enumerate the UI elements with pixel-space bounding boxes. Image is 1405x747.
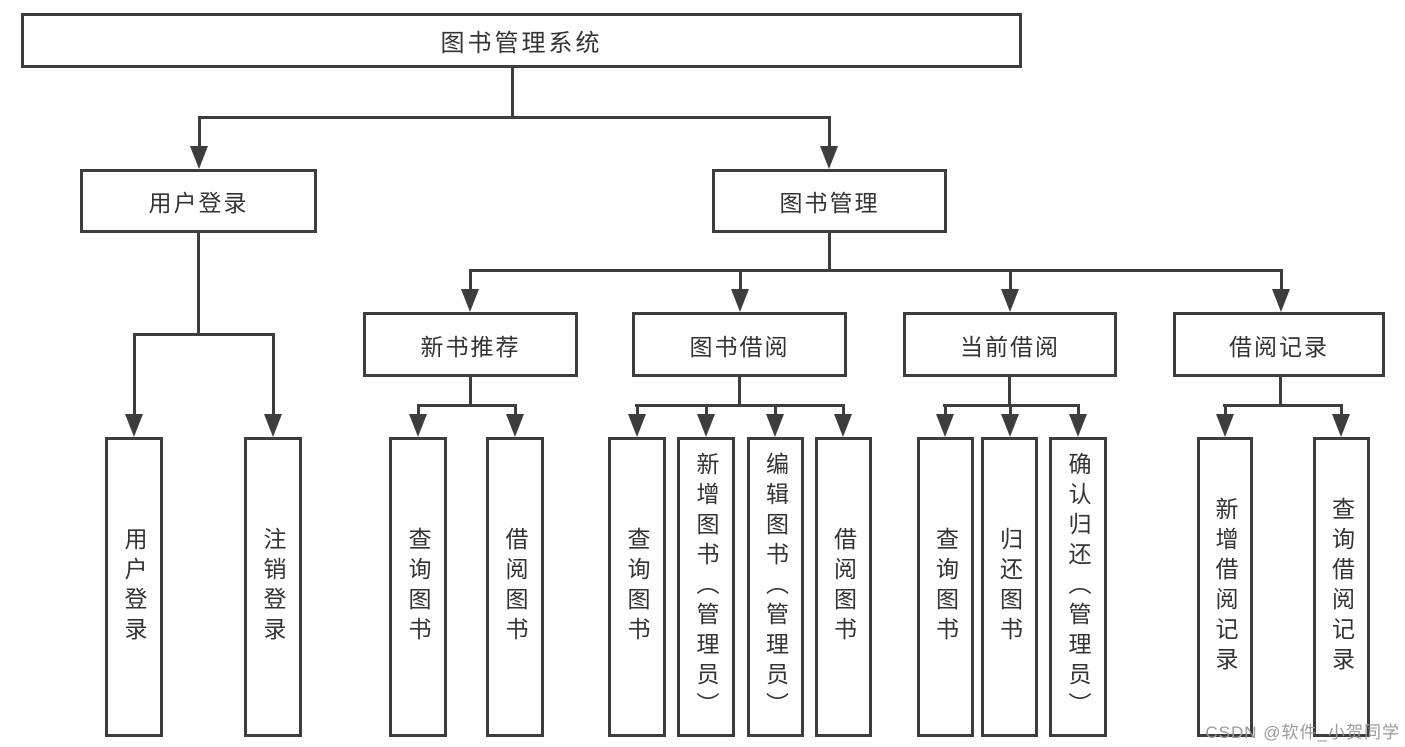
connector-leaf-stem [514, 404, 517, 416]
connector-leaf-stem [842, 404, 845, 416]
csdn-watermark: CSDN @软件_小贺同学 [1205, 723, 1400, 742]
leaf-query-borrow-record: 查询借阅记录 [1313, 437, 1370, 737]
node-label: 图书借阅 [689, 333, 790, 360]
arrow-down-icon [1001, 414, 1019, 437]
node-borrowing-records: 借阅记录 [1173, 312, 1385, 377]
leaf-label: 归还图书 [996, 527, 1023, 647]
leaf-add-borrow-record: 新增借阅记录 [1197, 437, 1253, 737]
arrow-down-icon [506, 414, 524, 437]
arrow-down-icon [1001, 289, 1019, 312]
connector-borrow-record-down [1279, 377, 1282, 406]
node-label: 图书管理系统 [440, 30, 603, 57]
leaf-label: 用户登录 [121, 527, 147, 647]
arrow-down-icon [1069, 414, 1087, 437]
connector-leaf-stem [774, 404, 777, 416]
leaf-user-login: 用户登录 [105, 437, 163, 737]
leaf-label: 查询图书 [932, 527, 959, 647]
node-book-management: 图书管理 [712, 169, 947, 233]
arrow-down-icon [1216, 414, 1234, 437]
leaf-edit-book-admin: 编辑图书（管理员） [747, 437, 804, 737]
connector-root-stem [511, 68, 514, 118]
leaf-borrow-book: 借阅图书 [815, 437, 872, 737]
leaf-label: 编辑图书（管理员） [762, 452, 789, 722]
arrow-down-icon [1332, 414, 1350, 437]
node-current-borrowing: 当前借阅 [903, 312, 1117, 377]
connector-book-management-stem [828, 116, 831, 148]
arrow-down-icon [628, 414, 646, 437]
leaf-return-book: 归还图书 [981, 437, 1038, 737]
connector-borrow-record-bar [1223, 404, 1343, 407]
connector-leaf-stem [636, 404, 639, 416]
node-label: 借阅记录 [1229, 333, 1329, 360]
connector-user-login-bar [133, 333, 275, 336]
arrow-down-icon [820, 146, 838, 169]
connector-book-management-down [828, 233, 831, 272]
arrow-down-icon [125, 414, 143, 437]
node-book-borrowing: 图书借阅 [632, 312, 847, 377]
arrow-down-icon [766, 414, 784, 437]
connector-leaf-stem [1009, 404, 1012, 416]
arrow-down-icon [731, 289, 749, 312]
node-label: 用户登录 [148, 190, 249, 216]
connector-user-login-stem [198, 116, 201, 148]
connector-new-book-bar [417, 404, 517, 407]
connector-level3-stem [1009, 269, 1012, 291]
leaf-query-book: 查询图书 [389, 437, 447, 737]
connector-level3-stem [739, 269, 742, 291]
leaf-label: 新增借阅记录 [1212, 497, 1238, 677]
leaf-label: 查询图书 [624, 527, 650, 647]
arrow-down-icon [190, 146, 208, 169]
node-user-login: 用户登录 [80, 169, 317, 233]
leaf-query-book: 查询图书 [917, 437, 974, 737]
arrow-down-icon [936, 414, 954, 437]
leaf-label: 查询图书 [405, 527, 431, 647]
leaf-label: 注销登录 [260, 527, 286, 647]
connector-leaf-stem [1340, 404, 1343, 416]
connector-new-book-down [469, 377, 472, 406]
connector-level3-stem [1280, 269, 1283, 291]
connector-leaf-stem [1077, 404, 1080, 416]
connector-leaf-stem [272, 333, 275, 415]
leaf-label: 借阅图书 [502, 527, 528, 647]
node-new-book-recommendation: 新书推荐 [363, 312, 578, 377]
arrow-down-icon [409, 414, 427, 437]
arrow-down-icon [834, 414, 852, 437]
leaf-label: 新增图书（管理员） [693, 452, 719, 722]
connector-book-borrow-down [738, 377, 741, 406]
connector-user-login-down [197, 233, 200, 335]
arrow-down-icon [461, 289, 479, 312]
leaf-add-book-admin: 新增图书（管理员） [677, 437, 735, 737]
node-label: 新书推荐 [420, 333, 521, 360]
leaf-borrow-book: 借阅图书 [486, 437, 544, 737]
arrow-down-icon [264, 414, 282, 437]
connector-leaf-stem [417, 404, 420, 416]
connector-root-bar [198, 116, 830, 119]
node-label: 图书管理 [779, 190, 880, 216]
leaf-confirm-return-admin: 确认归还（管理员） [1049, 437, 1107, 737]
leaf-label: 查询借阅记录 [1328, 497, 1355, 677]
connector-book-management-bar [469, 269, 1283, 272]
arrow-down-icon [697, 414, 715, 437]
connector-leaf-stem [133, 333, 136, 415]
arrow-down-icon [1272, 289, 1290, 312]
connector-leaf-stem [944, 404, 947, 416]
leaf-label: 借阅图书 [830, 527, 857, 647]
connector-leaf-stem [1224, 404, 1227, 416]
leaf-query-book: 查询图书 [608, 437, 666, 737]
connector-current-borrow-down [1008, 377, 1011, 406]
node-label: 当前借阅 [960, 333, 1060, 360]
connector-leaf-stem [705, 404, 708, 416]
leaf-logout: 注销登录 [244, 437, 302, 737]
node-library-management-system: 图书管理系统 [21, 13, 1022, 68]
connector-book-borrow-bar [635, 404, 845, 407]
leaf-label: 确认归还（管理员） [1065, 452, 1091, 722]
connector-level3-stem [469, 269, 472, 291]
